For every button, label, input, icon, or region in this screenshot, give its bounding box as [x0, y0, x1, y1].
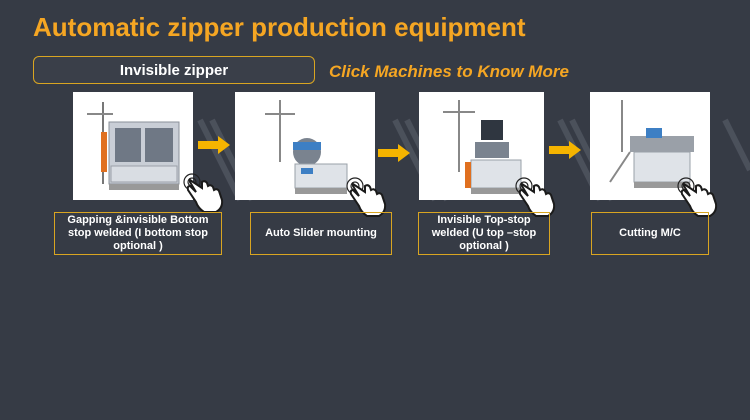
- right-arrow-icon: [378, 144, 410, 162]
- machine-caption[interactable]: Cutting M/C: [591, 212, 709, 255]
- machine-image: [443, 100, 522, 194]
- machine-auto-slider-mounting[interactable]: [235, 92, 375, 200]
- machine-caption[interactable]: Gapping &invisible Bottom stop welded (I…: [54, 212, 222, 255]
- right-arrow-icon: [198, 136, 230, 154]
- pointing-hand-icon: [183, 173, 224, 213]
- machine-caption[interactable]: Auto Slider mounting: [250, 212, 392, 255]
- pointing-hand-icon: [346, 177, 387, 217]
- right-arrow-icon: [549, 141, 581, 159]
- machine-gapping-bottom-stop[interactable]: [73, 92, 193, 200]
- pointing-hand-icon: [677, 177, 718, 217]
- machine-image: [265, 100, 348, 194]
- machine-image: [609, 100, 694, 188]
- machine-image: [87, 102, 180, 190]
- page-title: Automatic zipper production equipment: [33, 12, 526, 42]
- machine-caption[interactable]: Invisible Top-stop welded (U top –stop o…: [418, 212, 550, 255]
- click-hint: Click Machines to Know More: [329, 62, 569, 81]
- category-label: Invisible zipper: [33, 56, 315, 84]
- pointing-hand-icon: [515, 177, 556, 217]
- machine-cutting[interactable]: [590, 92, 710, 200]
